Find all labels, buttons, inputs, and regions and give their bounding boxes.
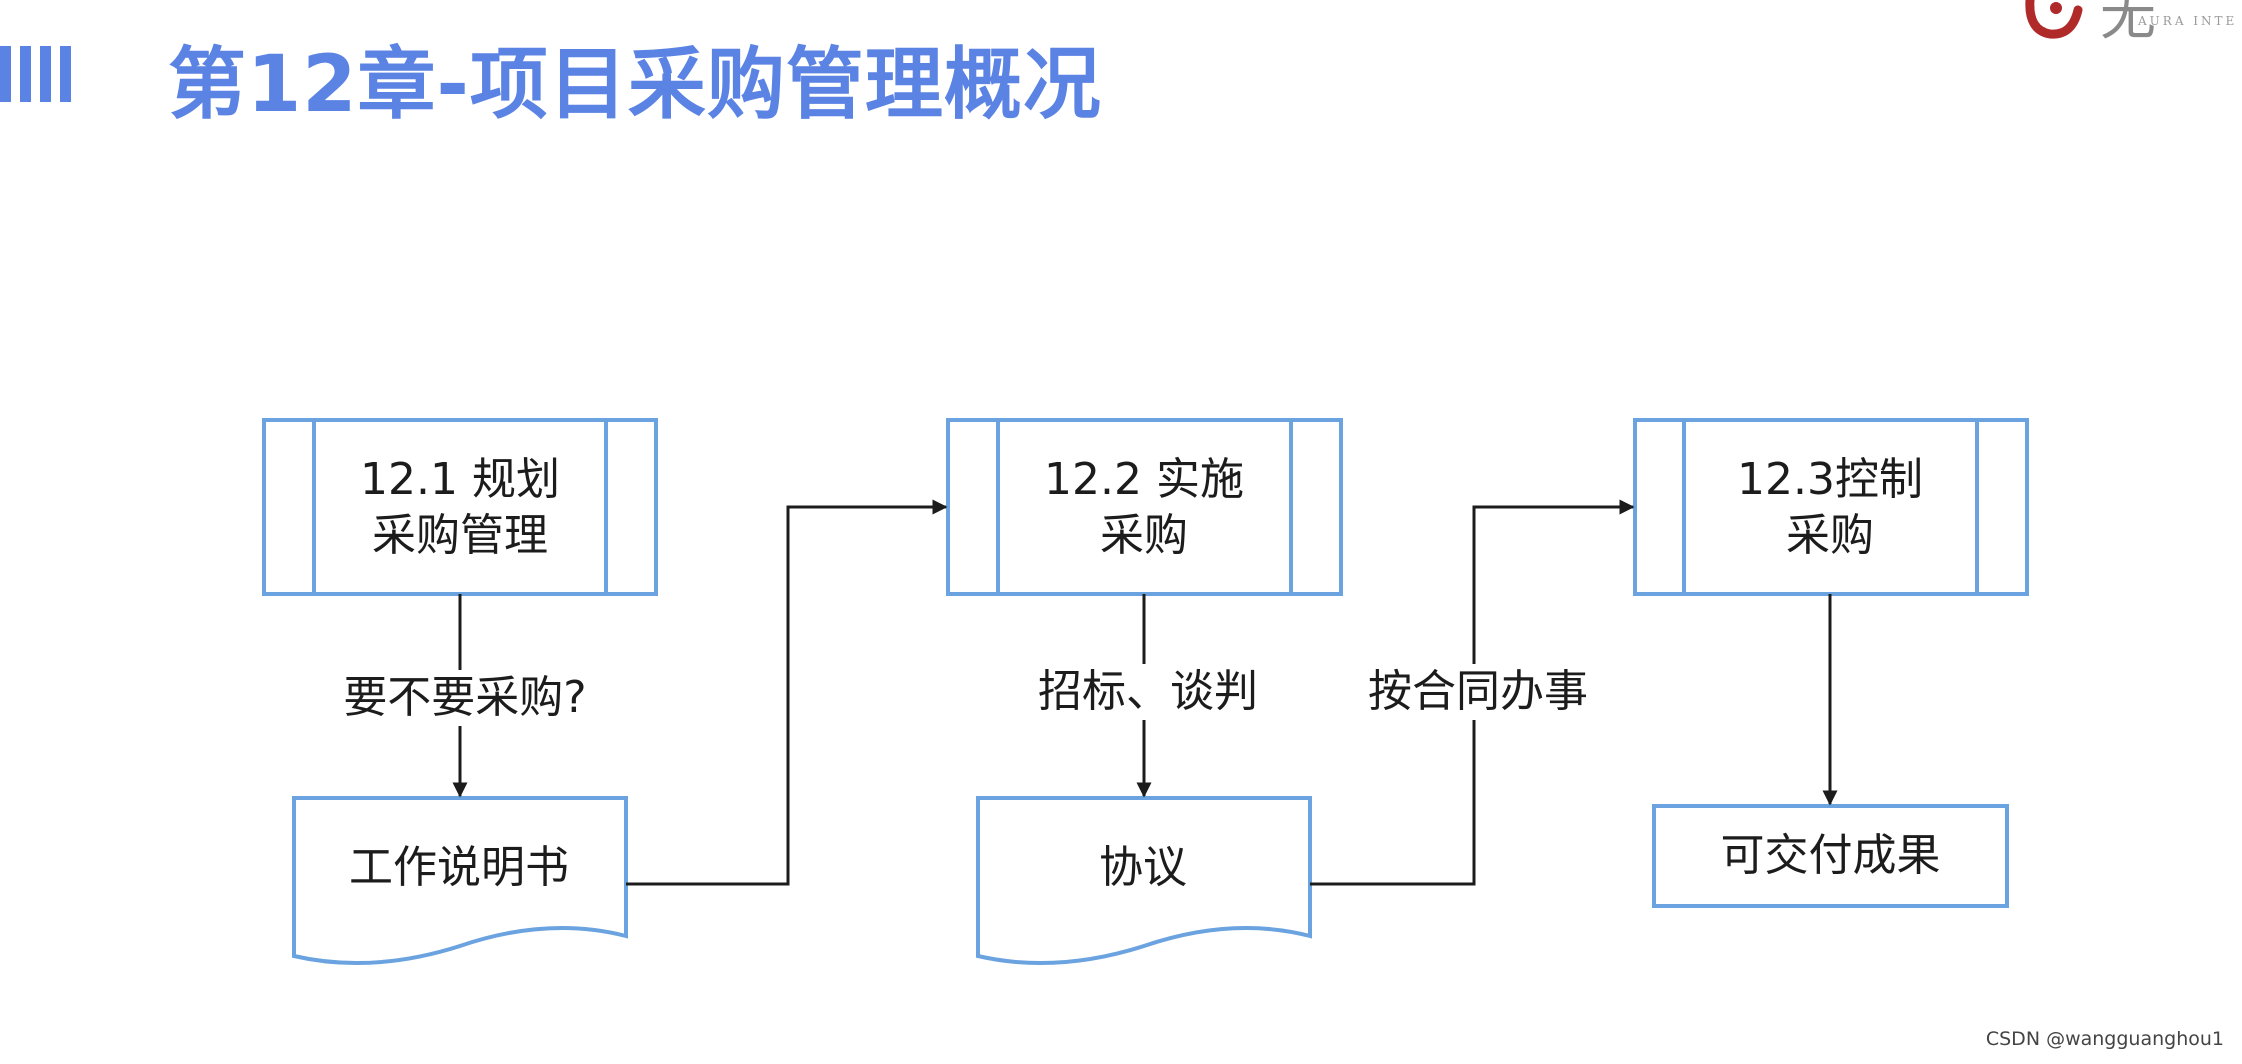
process-conduct-line2: 采购 [1100, 510, 1188, 561]
process-plan-line2: 采购管理 [372, 510, 548, 561]
process-plan-label: 12.1 规划 采购管理 [318, 452, 602, 564]
process-conduct-label: 12.2 实施 采购 [1002, 452, 1286, 564]
document-shape-sow [292, 796, 628, 965]
edge-label-tender: 招标、谈判 [1030, 664, 1266, 720]
logo-subtitle: AURA INTE [2138, 14, 2238, 28]
arrow-sow-to-conduct [626, 499, 948, 886]
process-control-label: 12.3控制 采购 [1688, 452, 1972, 564]
edge-label-decide: 要不要采购? [326, 670, 604, 726]
process-box-plan [262, 418, 658, 596]
edge-label-contract: 按合同办事 [1356, 664, 1600, 720]
page-title: 第12章-项目采购管理概况 [168, 40, 1102, 130]
logo-mark-icon [2025, 0, 2083, 39]
footer-credit: CSDN @wangguanghou1 [1985, 1028, 2224, 1050]
document-agreement-label: 协议 [1099, 842, 1187, 893]
process-conduct-line1: 12.2 实施 [1044, 454, 1244, 505]
process-box-control [1633, 418, 2029, 596]
result-label: 可交付成果 [1720, 830, 1941, 881]
company-logo: 无 AURA INTE [2020, 0, 2242, 48]
logo-glyph: 无 [2100, 0, 2156, 48]
process-plan-line1: 12.1 规划 [360, 454, 560, 505]
process-control-line1: 12.3控制 [1737, 454, 1923, 505]
result-box [1652, 804, 2009, 908]
document-sow-label: 工作说明书 [349, 842, 569, 893]
title-bars-icon [0, 46, 71, 102]
process-box-conduct [946, 418, 1343, 596]
process-control-line2: 采购 [1786, 510, 1874, 561]
document-shape-agreement [976, 796, 1312, 965]
